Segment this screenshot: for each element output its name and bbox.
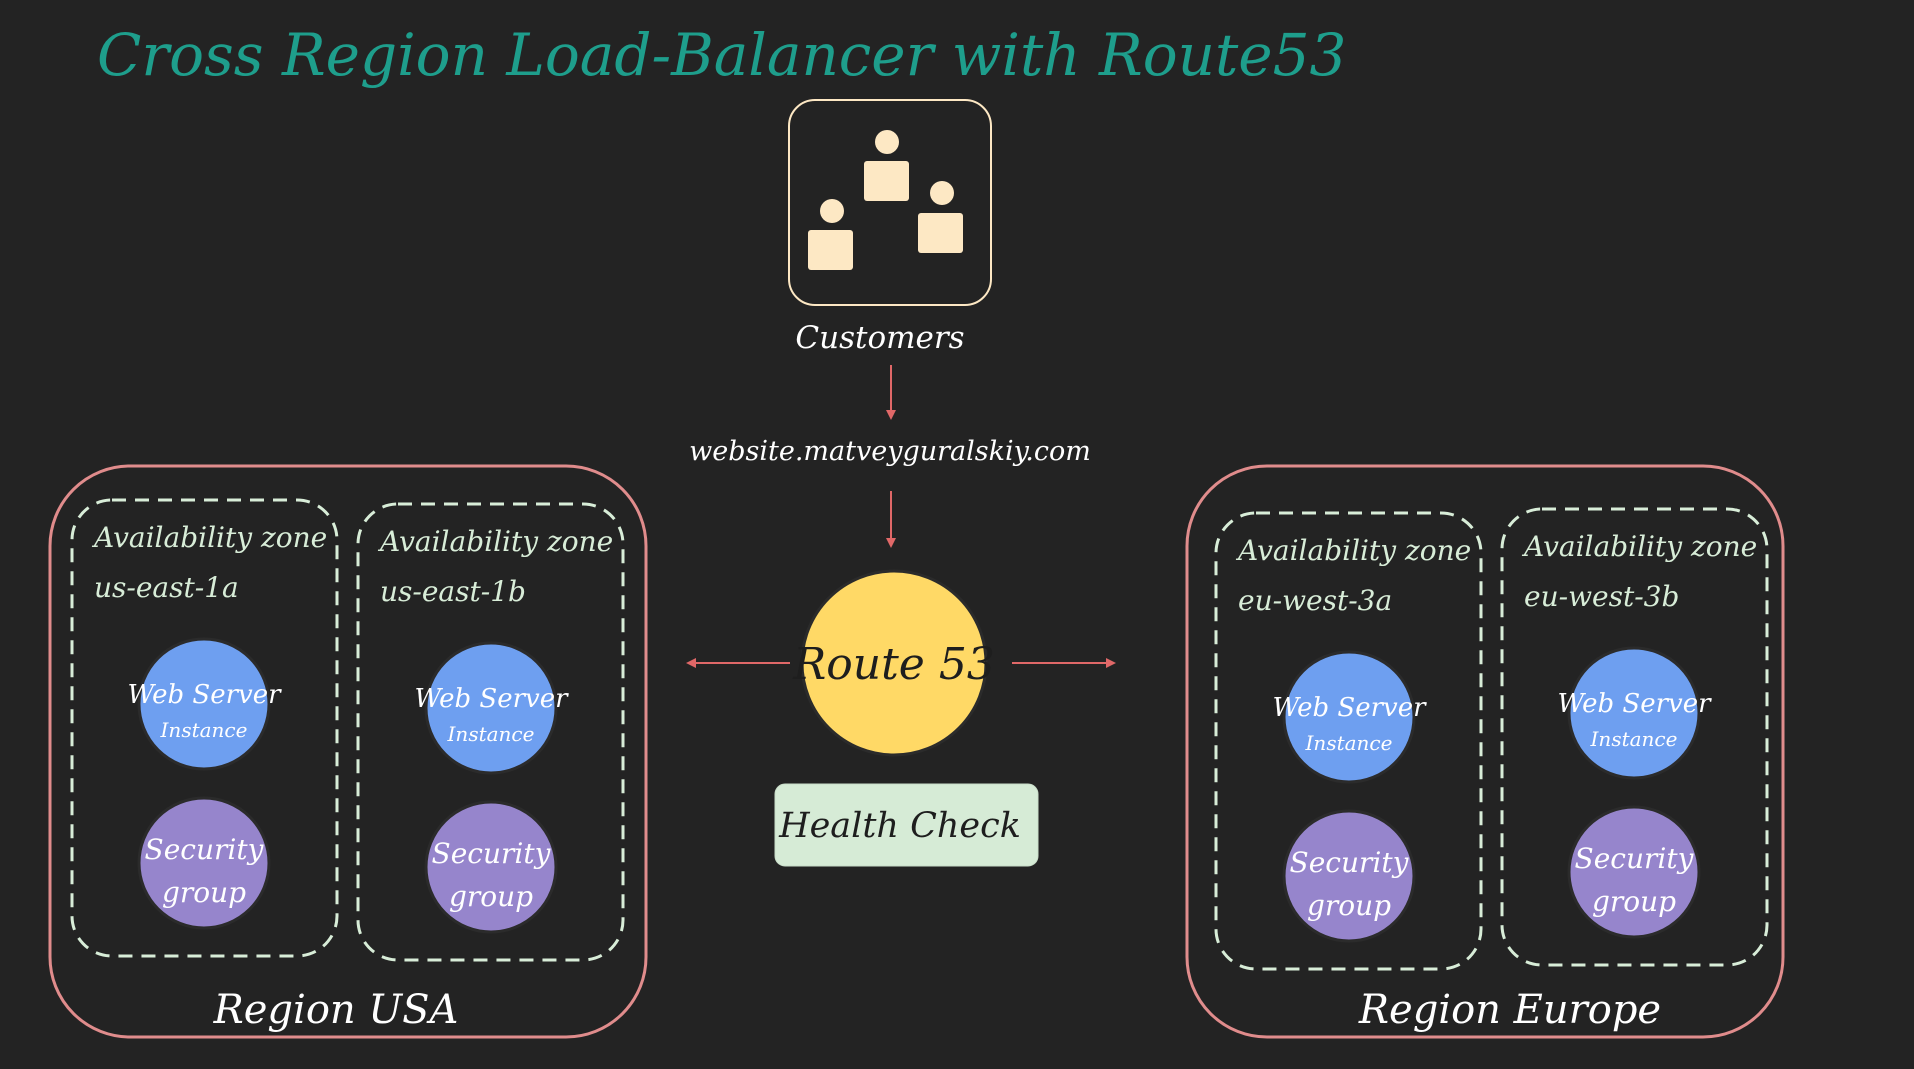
web-server-node (1282, 650, 1416, 784)
web-server-label: Web Server (127, 680, 282, 710)
security-group-node (424, 800, 558, 934)
zone-id: eu-west-3b (1524, 580, 1679, 613)
zone-id: us-east-1b (380, 575, 526, 608)
security-group-sublabel: group (1592, 885, 1676, 918)
web-server-sublabel: Instance (1305, 731, 1393, 755)
web-server-label: Web Server (414, 684, 569, 714)
domain-label: website.matveyguralskiy.com (689, 436, 1091, 467)
security-group-sublabel: group (1307, 889, 1391, 922)
zone-title: Availability zone (1521, 530, 1757, 563)
zone-eu-west-3b: Availability zone eu-west-3b Web Server … (1500, 507, 1769, 967)
zone-us-east-1b: Availability zone us-east-1b Web Server … (356, 502, 625, 962)
web-server-label: Web Server (1557, 689, 1712, 719)
web-server-sublabel: Instance (1590, 727, 1678, 751)
web-server-sublabel: Instance (160, 718, 248, 742)
web-server-node (1567, 646, 1701, 780)
users-group-icon (808, 130, 963, 270)
route53-label: Route 53 (792, 639, 995, 690)
zone-title: Availability zone (377, 525, 613, 558)
zone-us-east-1a: Availability zone us-east-1a Web Server … (70, 498, 339, 958)
security-group-label: Security (145, 833, 265, 866)
web-server-sublabel: Instance (447, 722, 535, 746)
zone-border (356, 502, 625, 962)
zone-title: Availability zone (91, 521, 327, 554)
health-check-label: Health Check (778, 806, 1021, 846)
region-usa-border (48, 464, 648, 1039)
security-group-label: Security (432, 837, 552, 870)
security-group-label: Security (1290, 846, 1410, 879)
region-usa: Availability zone us-east-1a Web Server … (48, 464, 648, 1039)
security-group-node (1282, 809, 1416, 943)
zone-border (1214, 511, 1483, 971)
security-group-sublabel: group (162, 876, 246, 909)
security-group-label: Security (1575, 842, 1695, 875)
security-group-node (1567, 805, 1701, 939)
region-europe-label: Region Europe (1358, 987, 1661, 1033)
route53-node (800, 569, 988, 757)
zone-id: us-east-1a (94, 571, 239, 604)
customers-label: Customers (795, 320, 964, 356)
zone-title: Availability zone (1235, 534, 1471, 567)
web-server-label: Web Server (1272, 693, 1427, 723)
web-server-node (424, 641, 558, 775)
diagram-title: Cross Region Load-Balancer with Route53 (97, 21, 1346, 89)
zone-eu-west-3a: Availability zone eu-west-3a Web Server … (1214, 511, 1483, 971)
zone-id: eu-west-3a (1238, 584, 1392, 617)
zone-border (1500, 507, 1769, 967)
customers-node (788, 99, 992, 306)
region-usa-label: Region USA (213, 987, 459, 1033)
health-check-box (774, 783, 1039, 867)
zone-border (70, 498, 339, 958)
web-server-node (137, 637, 271, 771)
security-group-node (137, 796, 271, 930)
security-group-sublabel: group (449, 880, 533, 913)
region-europe: Availability zone eu-west-3a Web Server … (1185, 464, 1785, 1039)
region-europe-border (1185, 464, 1785, 1039)
